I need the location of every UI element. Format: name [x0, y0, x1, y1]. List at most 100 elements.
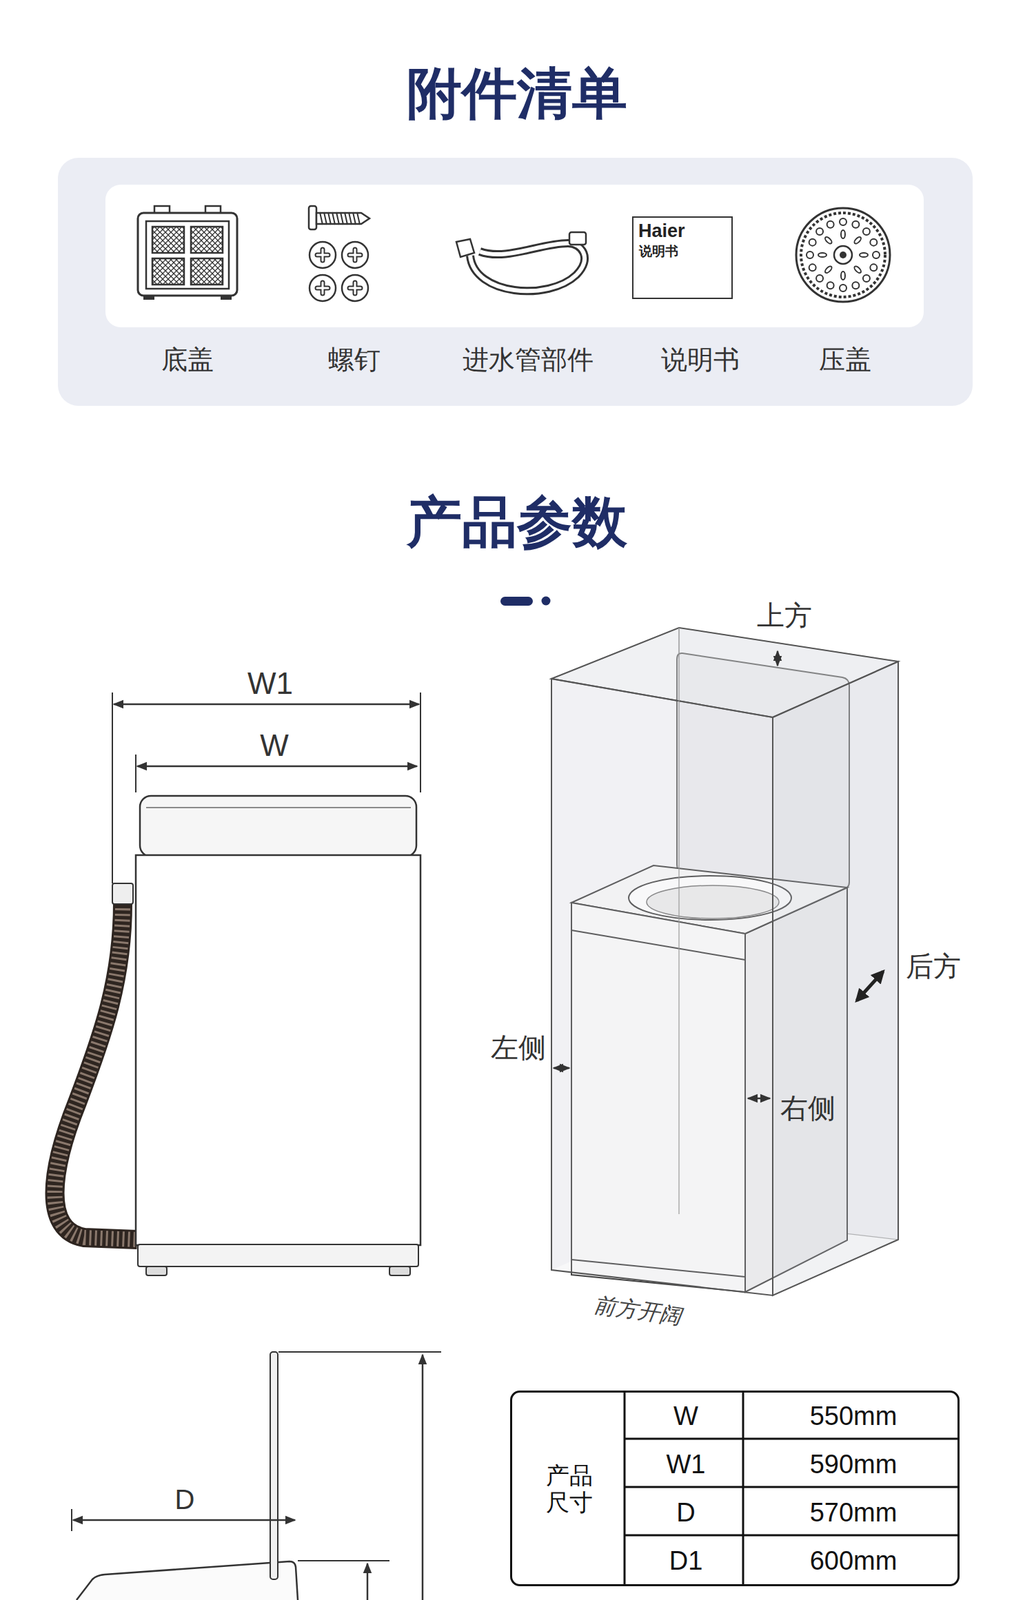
table-cell: D — [676, 1498, 695, 1529]
table-cell: 600mm — [809, 1546, 898, 1578]
extension-line — [71, 1509, 73, 1532]
table-rule — [624, 1486, 960, 1489]
screw-thread — [357, 212, 360, 225]
extension-line — [135, 754, 137, 793]
bottom-cover-inner — [146, 221, 229, 289]
screw-thread — [340, 212, 344, 225]
press-cover-icon — [796, 208, 890, 302]
drain-hose-ribs — [55, 903, 138, 1241]
extension-line — [278, 1351, 442, 1354]
press-cover-hole — [872, 251, 880, 259]
clearance-label: 右侧 — [780, 1092, 836, 1125]
machine-top-outline — [76, 1562, 298, 1600]
table-rule — [742, 1391, 745, 1587]
table-cell: 590mm — [809, 1450, 898, 1481]
press-cover-slot — [823, 265, 833, 275]
press-cover-hole — [839, 284, 847, 292]
cover-grille — [152, 258, 185, 285]
section-title: 产品参数 — [406, 490, 628, 555]
screw-thread — [336, 212, 340, 225]
screw-top — [309, 275, 336, 302]
phillips-cross-inner — [317, 249, 329, 261]
table-cell: 550mm — [809, 1402, 898, 1433]
press-cover-hole — [869, 264, 877, 271]
press-cover-hole — [816, 228, 824, 236]
clearance-label: 前方开阔 — [592, 1292, 684, 1330]
cover-foot — [220, 295, 232, 300]
lid-edge — [146, 807, 411, 809]
clearance-arrow — [856, 971, 884, 1001]
clearance-arrow — [747, 1098, 770, 1101]
dimension-line — [113, 703, 420, 706]
clearance-arrow — [776, 651, 779, 666]
cover-grille — [190, 258, 223, 285]
machine-foot — [389, 1266, 411, 1276]
clearance-arrow — [553, 1067, 570, 1070]
press-cover-hole — [839, 218, 847, 226]
clearance-label: 上方 — [756, 599, 813, 632]
hose-end — [569, 232, 586, 245]
press-cover-hole — [852, 281, 859, 289]
press-cover-slot — [840, 230, 846, 239]
screw-thread — [344, 212, 348, 225]
press-cover-hole — [863, 228, 870, 236]
cover-foot — [143, 295, 155, 300]
phillips-cross — [317, 282, 329, 294]
hose-connector — [112, 883, 134, 905]
press-cover-slot — [840, 271, 846, 280]
extension-line — [111, 692, 114, 884]
press-cover-slot — [818, 252, 827, 258]
press-cover-hole — [827, 221, 835, 229]
part-name: 压盖 — [818, 345, 872, 376]
press-cover-hole — [806, 251, 814, 259]
part-name: 螺钉 — [328, 345, 381, 376]
manual-title: 说明书 — [639, 244, 679, 260]
screw-top — [341, 275, 369, 302]
screw-head — [308, 206, 317, 230]
heading-dot — [541, 596, 551, 606]
screw-shaft — [316, 213, 370, 225]
screw-thread — [323, 212, 327, 225]
size-table: 产品尺寸W550mmW1590mmD570mmD1600mm — [510, 1391, 960, 1587]
part-name: 底盖 — [161, 345, 214, 376]
brand-name: Haier — [638, 220, 686, 242]
press-cover-slot — [853, 235, 863, 245]
table-cell: 570mm — [809, 1498, 898, 1529]
press-cover-hole — [827, 281, 835, 289]
part-name: 说明书 — [661, 345, 740, 376]
screw-top — [341, 241, 369, 269]
screw-thread — [319, 212, 323, 225]
clearance-label: 左侧 — [490, 1031, 546, 1064]
press-cover-hole — [809, 239, 817, 247]
drain-hose — [55, 903, 138, 1241]
inlet-hose — [470, 243, 585, 291]
manual-icon: Haier 说明书 — [632, 216, 733, 300]
screw-thread — [352, 212, 356, 225]
clearance-box-right — [772, 661, 899, 1296]
screw-top — [309, 241, 336, 269]
bottom-cover-icon — [137, 213, 238, 296]
screw-thread — [328, 212, 331, 225]
section-title: 附件清单 — [406, 62, 628, 126]
table-cell: 产品尺寸 — [541, 1462, 597, 1517]
hose-nut — [456, 239, 475, 258]
table-rule — [624, 1535, 960, 1538]
machine-foot — [146, 1266, 167, 1276]
press-cover-slot — [859, 252, 868, 258]
extension-line — [297, 1560, 390, 1563]
table-rule — [624, 1438, 960, 1441]
phillips-cross-inner — [349, 249, 361, 261]
machine-lid — [139, 796, 417, 857]
inlet-hose-inner — [470, 243, 585, 291]
press-cover-hole — [809, 264, 817, 271]
screw-thread — [348, 212, 352, 225]
cover-grille — [152, 226, 185, 253]
part-name: 进水管部件 — [462, 345, 594, 376]
dimension-label: W1 — [247, 666, 293, 702]
dimension-line — [137, 765, 418, 768]
press-cover-slot — [823, 235, 833, 245]
machine-body — [135, 855, 421, 1246]
dimension-line — [366, 1564, 369, 1600]
accessory-panel: 底盖螺钉进水管部件说明书压盖Haier说明书 — [57, 157, 973, 407]
